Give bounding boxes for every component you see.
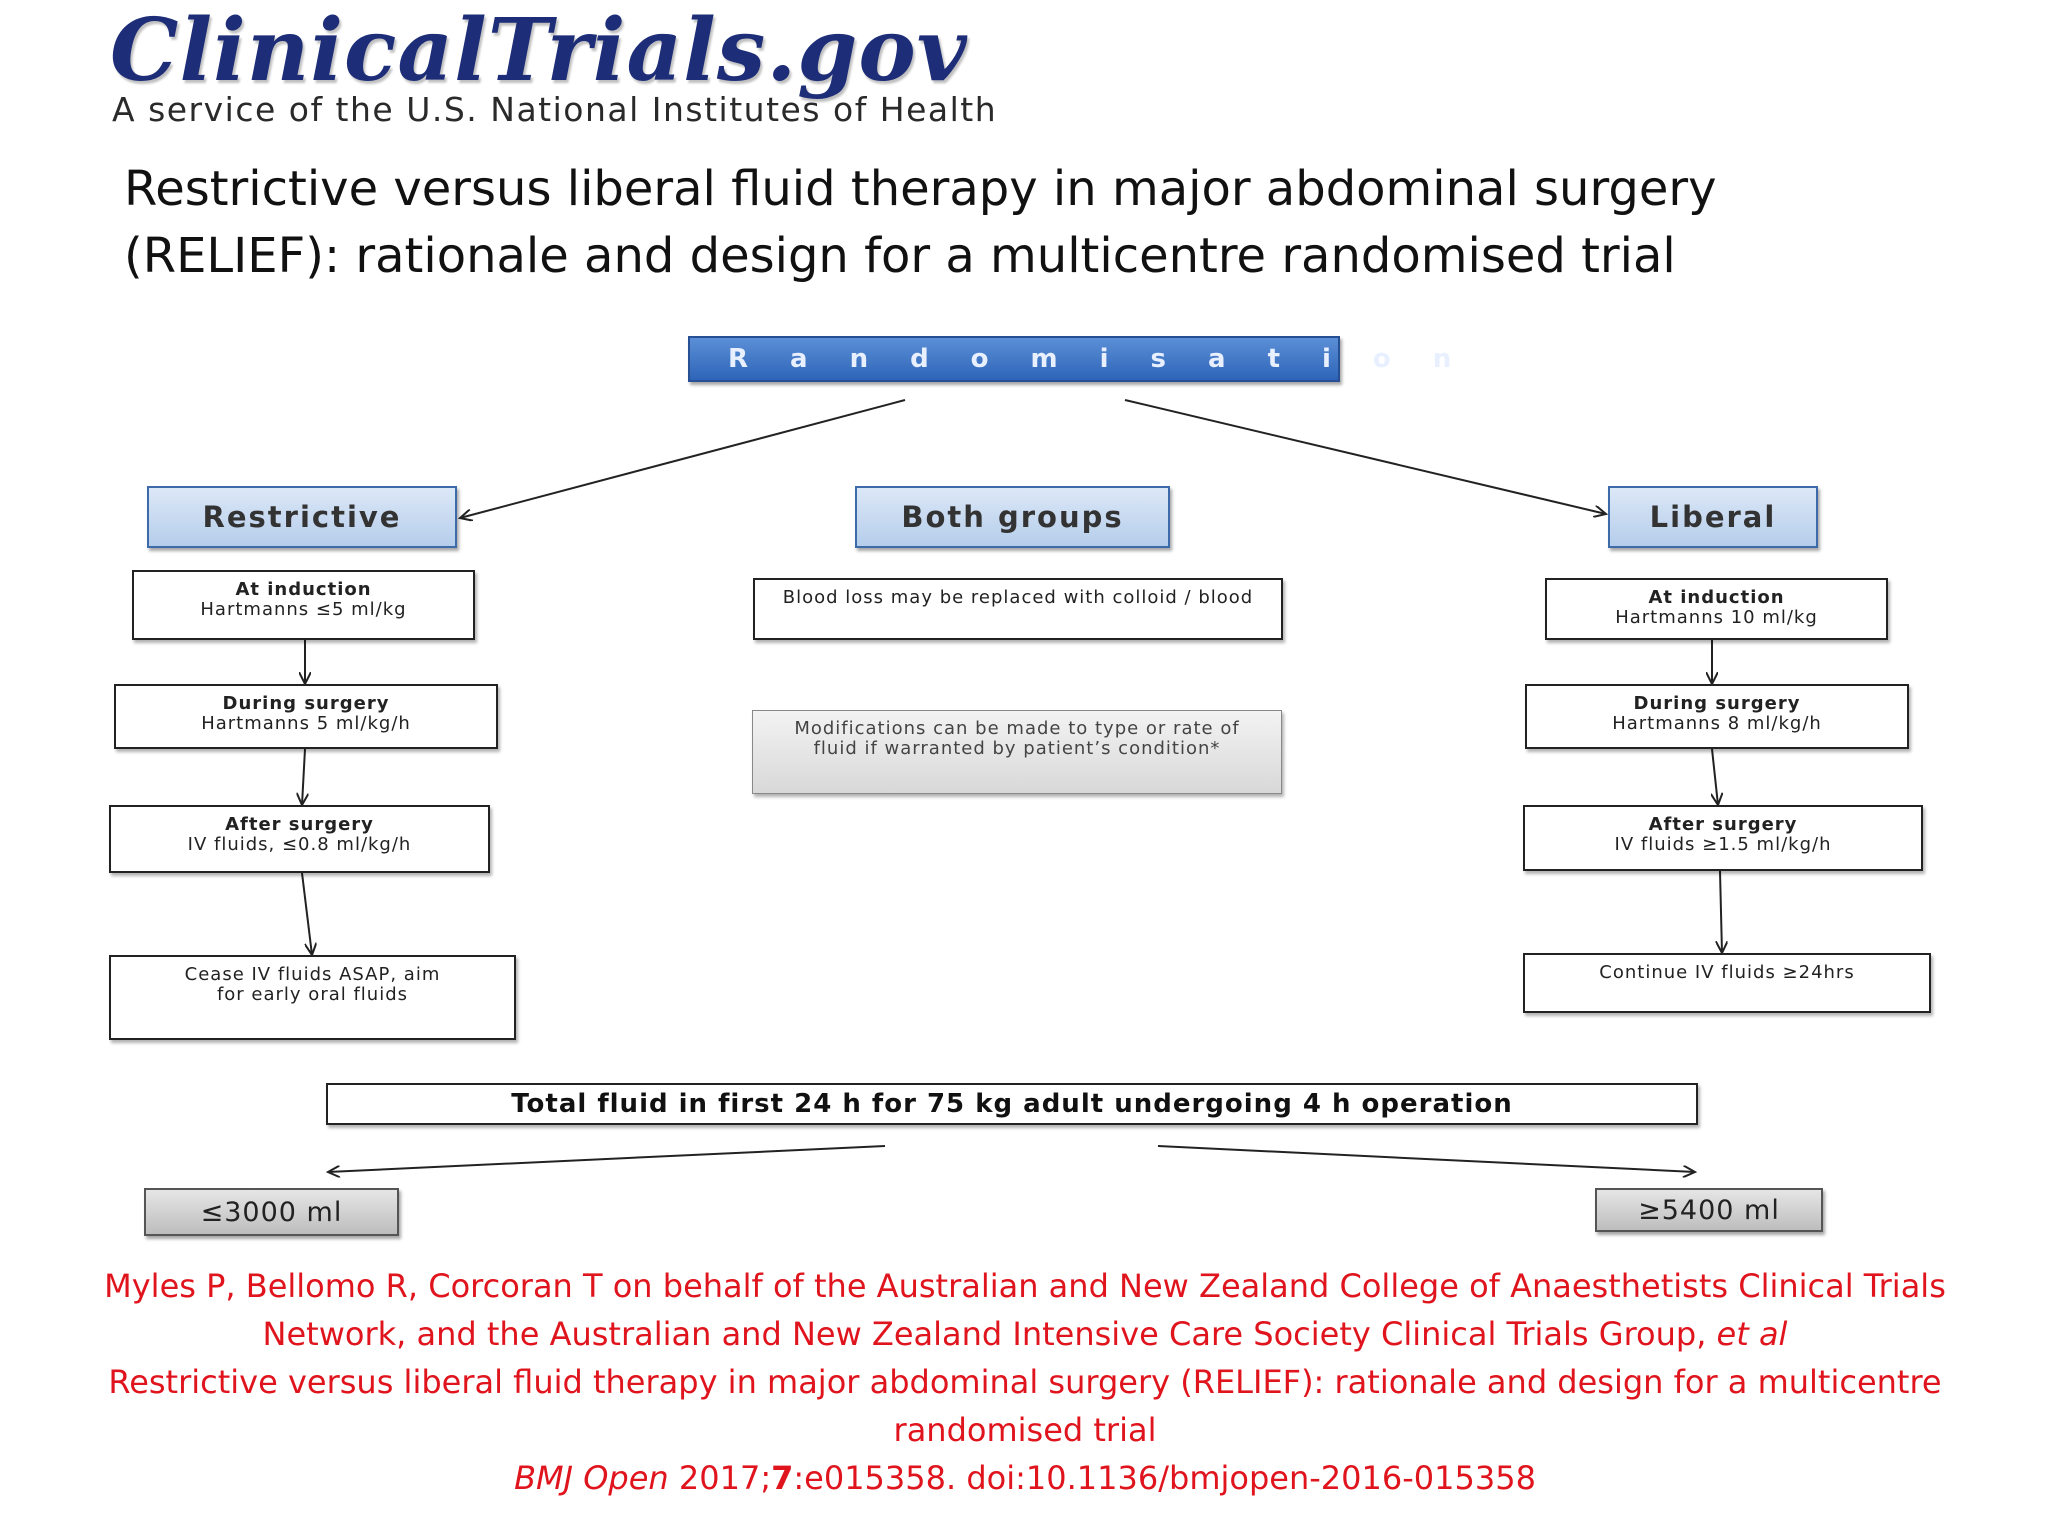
- restrictive-induction-heading: At induction: [235, 579, 372, 600]
- arrow-to-restrictive: [460, 399, 906, 518]
- liberal-induction-text: Hartmanns 10 ml/kg: [1615, 607, 1818, 628]
- citation-journal: BMJ Open: [514, 1459, 669, 1497]
- liberal-total-box: ≥5400 ml: [1595, 1188, 1823, 1232]
- liberal-header: Liberal: [1608, 486, 1818, 548]
- liberal-after-text: IV fluids ≥1.5 ml/kg/h: [1614, 834, 1832, 855]
- citation: Myles P, Bellomo R, Corcoran T on behalf…: [100, 1262, 1950, 1502]
- liberal-during-box: During surgery Hartmanns 8 ml/kg/h: [1525, 684, 1909, 749]
- arrow-to-restrictive-total: [328, 1145, 886, 1172]
- citation-et-al: et al: [1716, 1315, 1788, 1353]
- liberal-after-box: After surgery IV fluids ≥1.5 ml/kg/h: [1523, 805, 1923, 871]
- citation-reference: BMJ Open 2017;7:e015358. doi:10.1136/bmj…: [100, 1454, 1950, 1502]
- restrictive-during-text: Hartmanns 5 ml/kg/h: [201, 713, 411, 734]
- restrictive-header: Restrictive: [147, 486, 457, 548]
- restrictive-after-heading: After surgery: [225, 814, 374, 835]
- citation-authors-line: Myles P, Bellomo R, Corcoran T on behalf…: [100, 1262, 1950, 1358]
- arrow-to-liberal-total: [1157, 1145, 1695, 1172]
- arrow-to-liberal: [1124, 399, 1606, 514]
- liberal-final-box: Continue IV fluids ≥24hrs: [1523, 953, 1931, 1013]
- restrictive-during-box: During surgery Hartmanns 5 ml/kg/h: [114, 684, 498, 749]
- randomisation-box: Randomisation: [688, 336, 1451, 382]
- restrictive-final-box: Cease IV fluids ASAP, aim for early oral…: [109, 955, 516, 1040]
- restrictive-after-box: After surgery IV fluids, ≤0.8 ml/kg/h: [109, 805, 490, 873]
- liberal-induction-box: At induction Hartmanns 10 ml/kg: [1545, 578, 1888, 640]
- restrictive-total-box: ≤3000 ml: [144, 1188, 399, 1236]
- citation-year: 2017;: [678, 1459, 772, 1497]
- citation-volume: 7: [771, 1459, 794, 1497]
- slide-title: Restrictive versus liberal fluid therapy…: [124, 161, 1717, 284]
- liberal-induction-heading: At induction: [1648, 587, 1785, 608]
- arrow-restrictive-3: [301, 872, 312, 955]
- clinicaltrials-logo: ClinicalTrials.gov: [110, 0, 968, 101]
- liberal-during-heading: During surgery: [1633, 693, 1801, 714]
- logo-tagline: A service of the U.S. National Institute…: [112, 90, 998, 129]
- blood-loss-box: Blood loss may be replaced with colloid …: [753, 578, 1283, 640]
- both-groups-header: Both groups: [855, 486, 1170, 548]
- arrow-restrictive-2: [302, 748, 305, 805]
- total-fluid-box: Total fluid in first 24 h for 75 kg adul…: [326, 1083, 1698, 1125]
- liberal-after-heading: After surgery: [1648, 814, 1798, 835]
- arrow-liberal-2: [1712, 748, 1718, 805]
- citation-title: Restrictive versus liberal fluid therapy…: [108, 1363, 1942, 1449]
- citation-authors: Myles P, Bellomo R, Corcoran T on behalf…: [104, 1267, 1946, 1353]
- restrictive-after-text: IV fluids, ≤0.8 ml/kg/h: [187, 834, 412, 855]
- liberal-during-text: Hartmanns 8 ml/kg/h: [1612, 713, 1822, 734]
- modifications-box: Modifications can be made to type or rat…: [752, 710, 1282, 794]
- restrictive-during-heading: During surgery: [222, 693, 390, 714]
- arrow-liberal-3: [1720, 870, 1722, 953]
- restrictive-induction-box: At induction Hartmanns ≤5 ml/kg: [132, 570, 475, 640]
- restrictive-induction-text: Hartmanns ≤5 ml/kg: [200, 599, 407, 620]
- citation-doi: :e015358. doi:10.1136/bmjopen-2016-01535…: [793, 1459, 1536, 1497]
